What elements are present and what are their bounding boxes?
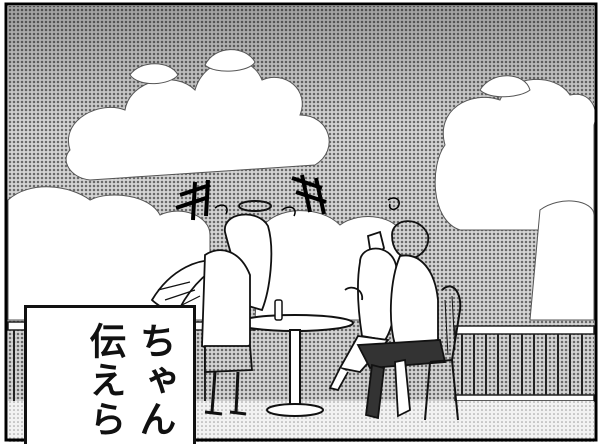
cafe-table bbox=[236, 299, 354, 417]
boy bbox=[356, 220, 447, 420]
panel-border bbox=[4, 2, 598, 442]
caption-text: ちゃん 伝えら bbox=[83, 322, 176, 439]
angel-girl bbox=[150, 200, 273, 416]
cafe-chair bbox=[424, 285, 462, 421]
stress-marks bbox=[175, 174, 400, 221]
caption-box: ちゃん 伝えら bbox=[24, 305, 196, 444]
